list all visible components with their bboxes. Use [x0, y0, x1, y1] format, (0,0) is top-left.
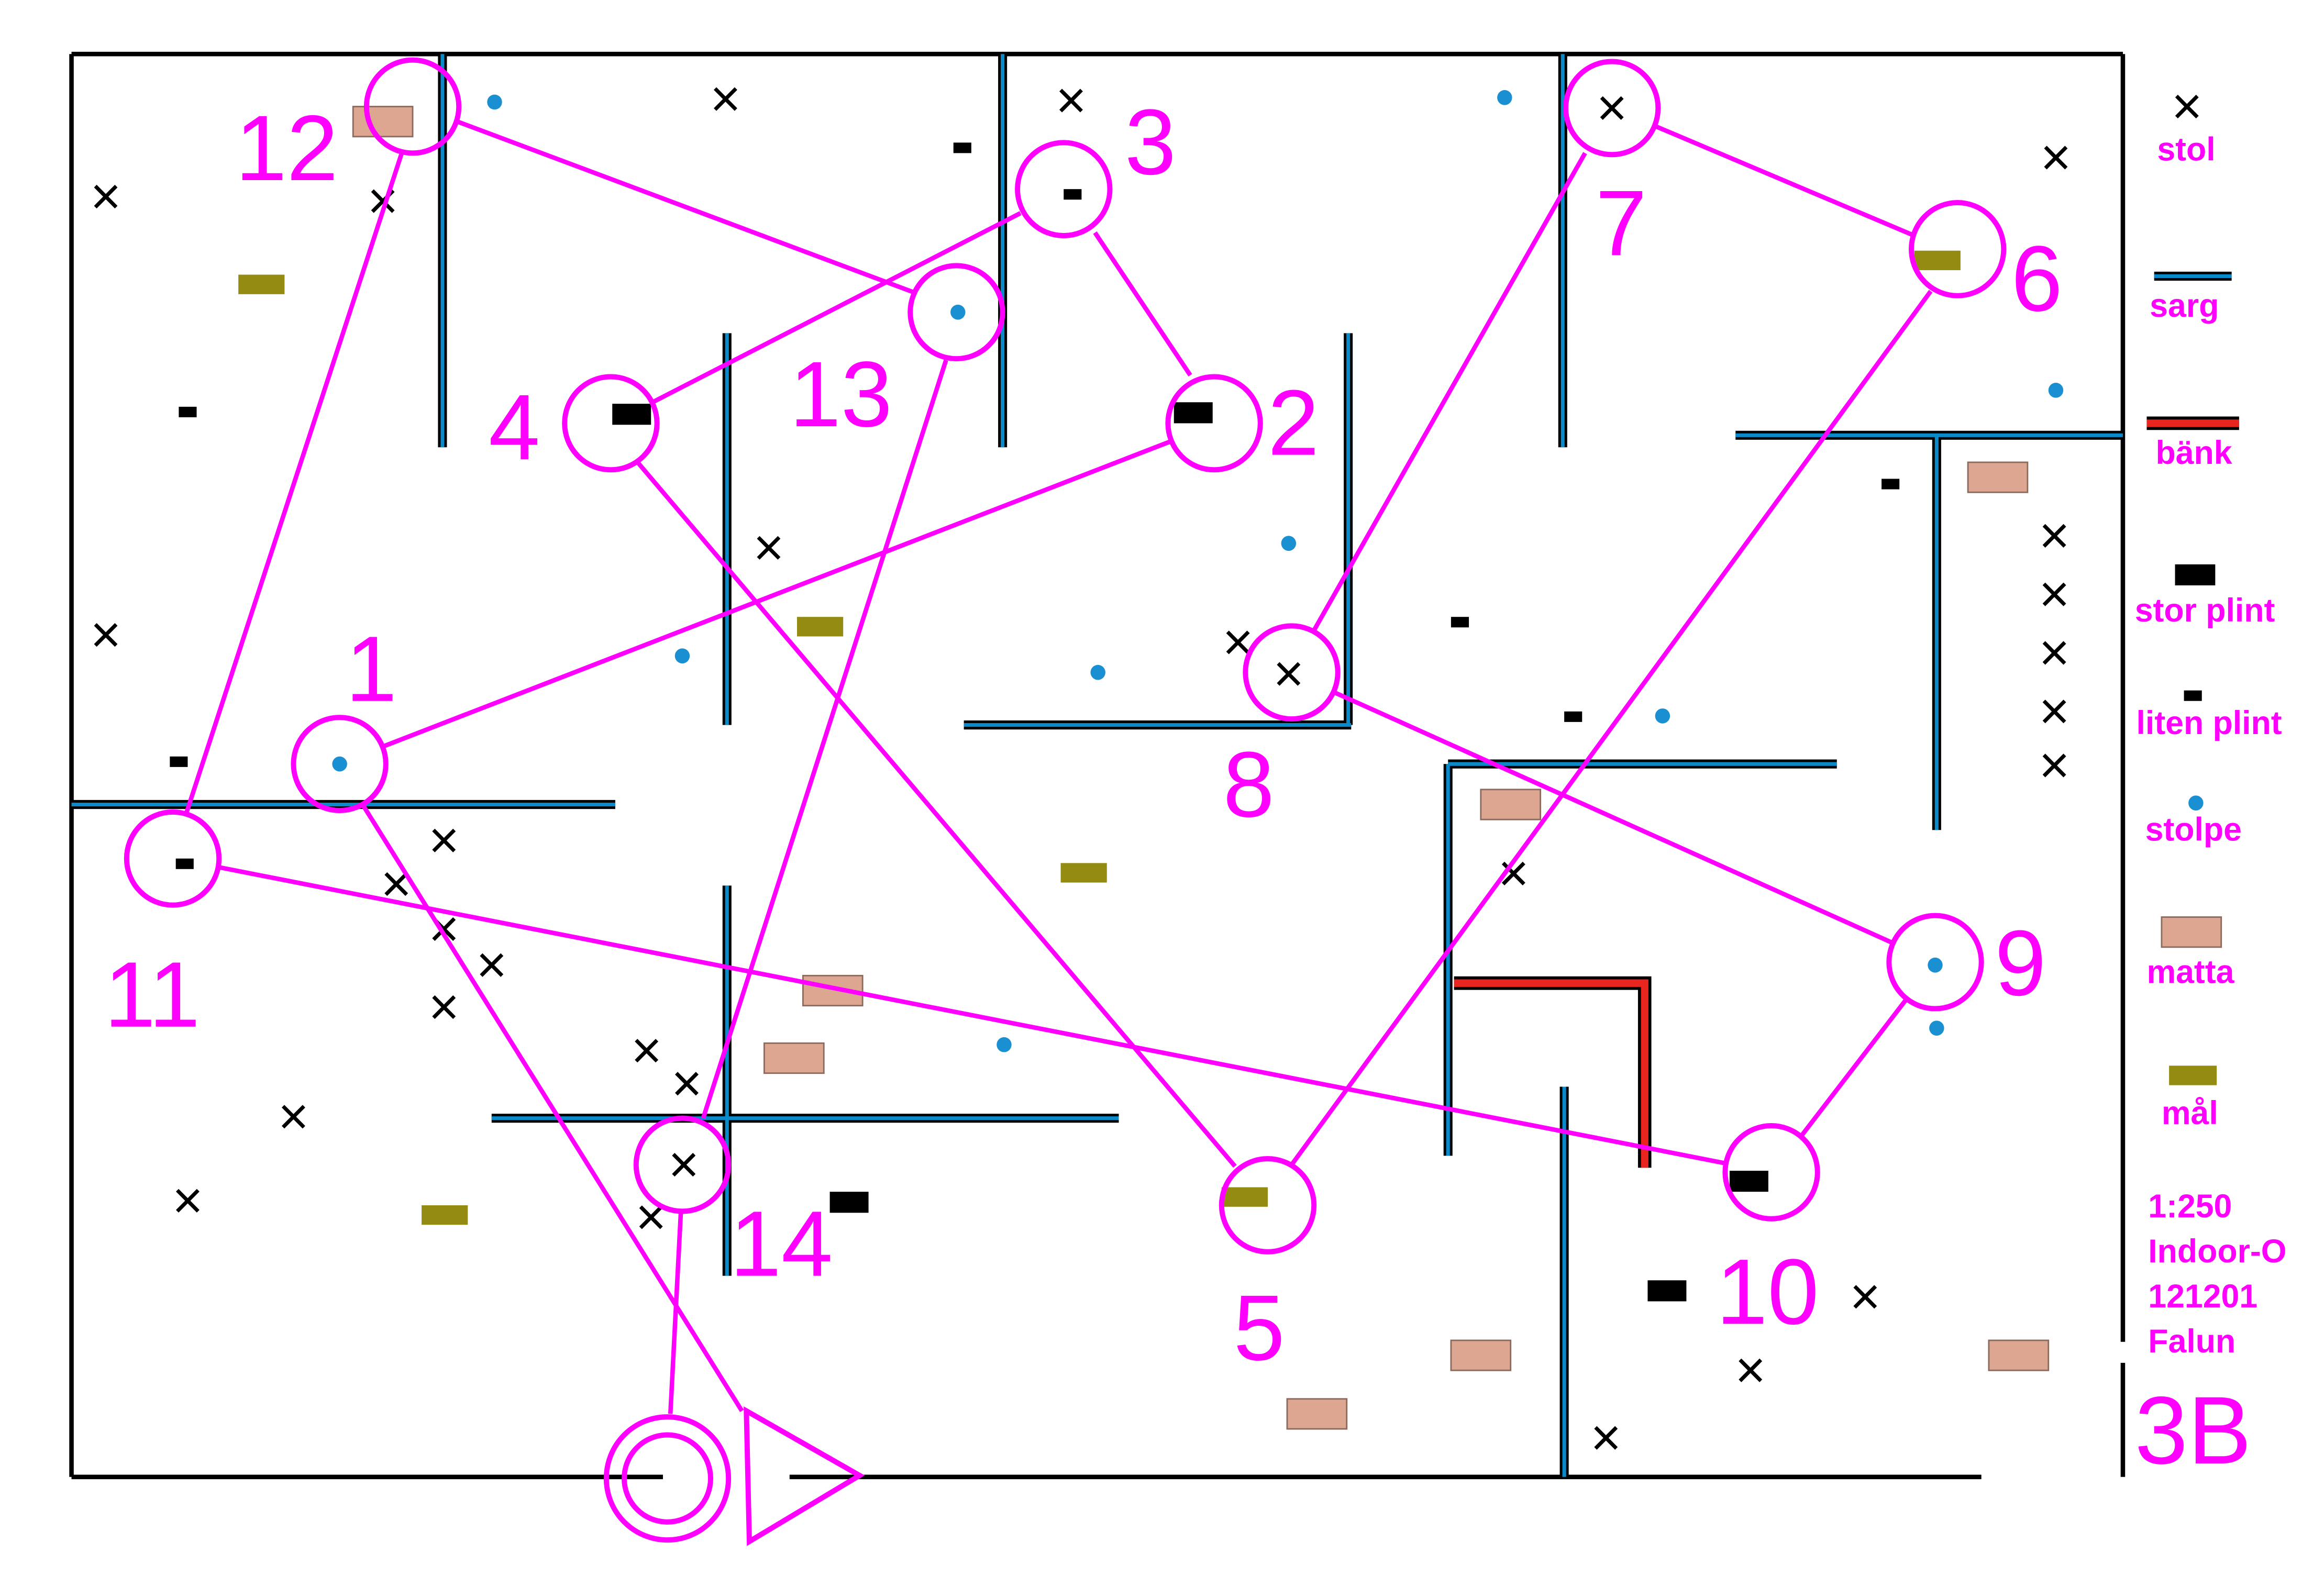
legend-label-sarg: sarg: [2150, 287, 2219, 324]
control-numbers: 1 2 3 4 5 6 7 8 9 10 11 12 13 14: [104, 90, 2063, 1380]
goal-icon: [2169, 1066, 2217, 1085]
course-code: 3B: [2135, 1377, 2252, 1484]
map-scale: 1:250: [2148, 1188, 2232, 1225]
control-number-10: 10: [1716, 1240, 1819, 1344]
control-number-14: 14: [730, 1192, 833, 1296]
control-number-5: 5: [1234, 1276, 1285, 1380]
pole-dot-icon: [2188, 795, 2204, 811]
start-triangle-icon: [744, 1406, 865, 1546]
control-number-12: 12: [235, 96, 338, 200]
finish-circle-icon: [603, 1414, 732, 1543]
legend-label-liten-plint: liten plint: [2137, 705, 2282, 741]
barrier-core: [71, 54, 2123, 1477]
map-event: Indoor-O: [2148, 1233, 2286, 1270]
legend-label-stolpe: stolpe: [2145, 811, 2242, 848]
control-number-9: 9: [1995, 911, 2046, 1015]
chair-layer: [94, 87, 2068, 1450]
legend-label-matta: matta: [2146, 953, 2234, 990]
barrier-layer: [71, 54, 2123, 1477]
small-box-icon: [2184, 690, 2202, 701]
legend-label-mal: mål: [2162, 1095, 2218, 1131]
chair-cross-icon: [2175, 94, 2199, 119]
small-box-layer: [170, 142, 1900, 869]
control-number-1: 1: [346, 617, 397, 721]
course-lines: [184, 119, 1933, 1414]
map-info: 1:250 Indoor-O 121201 Falun: [2148, 1188, 2286, 1360]
goal-layer: [238, 250, 1961, 1225]
control-number-2: 2: [1268, 371, 1319, 475]
map-date: 121201: [2148, 1278, 2257, 1315]
large-box-icon: [2175, 564, 2216, 585]
control-number-13: 13: [790, 342, 892, 447]
control-number-4: 4: [489, 375, 540, 480]
map-place: Falun: [2148, 1323, 2236, 1360]
bench-layer: [1454, 976, 1652, 1168]
mat-layer: [352, 106, 2050, 1430]
legend-label-stor-plint: stor plint: [2135, 592, 2275, 629]
map-border: [69, 51, 2126, 1480]
large-box-layer: [612, 402, 1768, 1302]
legend-label-stol: stol: [2157, 131, 2215, 168]
control-number-3: 3: [1125, 90, 1176, 194]
legend-label-bank: bänk: [2156, 435, 2232, 471]
control-number-7: 7: [1596, 171, 1647, 275]
mat-icon: [2161, 916, 2222, 948]
control-number-8: 8: [1223, 732, 1275, 837]
control-circles: [124, 57, 2007, 1255]
pole-layer: [332, 90, 2064, 1052]
control-number-6: 6: [2011, 227, 2063, 331]
legend: stol sarg bänk stor plint liten plint st…: [2135, 94, 2286, 1484]
control-number-11: 11: [104, 942, 200, 1047]
